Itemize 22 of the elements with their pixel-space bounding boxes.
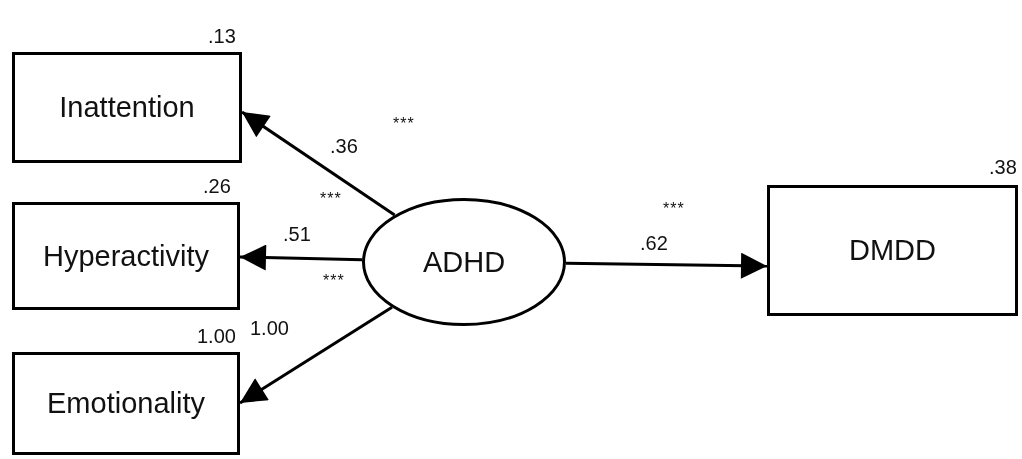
- path-arrow: [239, 244, 363, 271]
- path-arrow: [565, 252, 768, 279]
- variable-name: Hyperactivity: [43, 239, 209, 273]
- r-squared-value: .38: [989, 156, 1017, 179]
- path-arrow: [241, 110, 396, 217]
- r-squared-value: .13: [208, 25, 236, 48]
- latent-variable-ellipse: [362, 198, 566, 326]
- path-coefficient: .51: [283, 223, 311, 246]
- variable-name: Inattention: [59, 91, 195, 124]
- path-coefficient: .36: [330, 135, 358, 158]
- path-coefficient: .62: [640, 232, 668, 255]
- significance-stars: ***: [320, 190, 342, 208]
- significance-stars: ***: [323, 272, 345, 290]
- significance-stars: ***: [393, 115, 415, 133]
- path-arrow: [239, 306, 393, 405]
- variable-name: DMDD: [849, 234, 936, 267]
- r-squared-value: .26: [203, 175, 231, 198]
- variable-name: Emotionality: [47, 387, 205, 420]
- significance-stars: ***: [663, 200, 685, 218]
- r-squared-value: 1.00: [197, 325, 236, 348]
- path-coefficient: 1.00: [250, 317, 289, 340]
- latent-variable-name: ADHD: [422, 245, 506, 279]
